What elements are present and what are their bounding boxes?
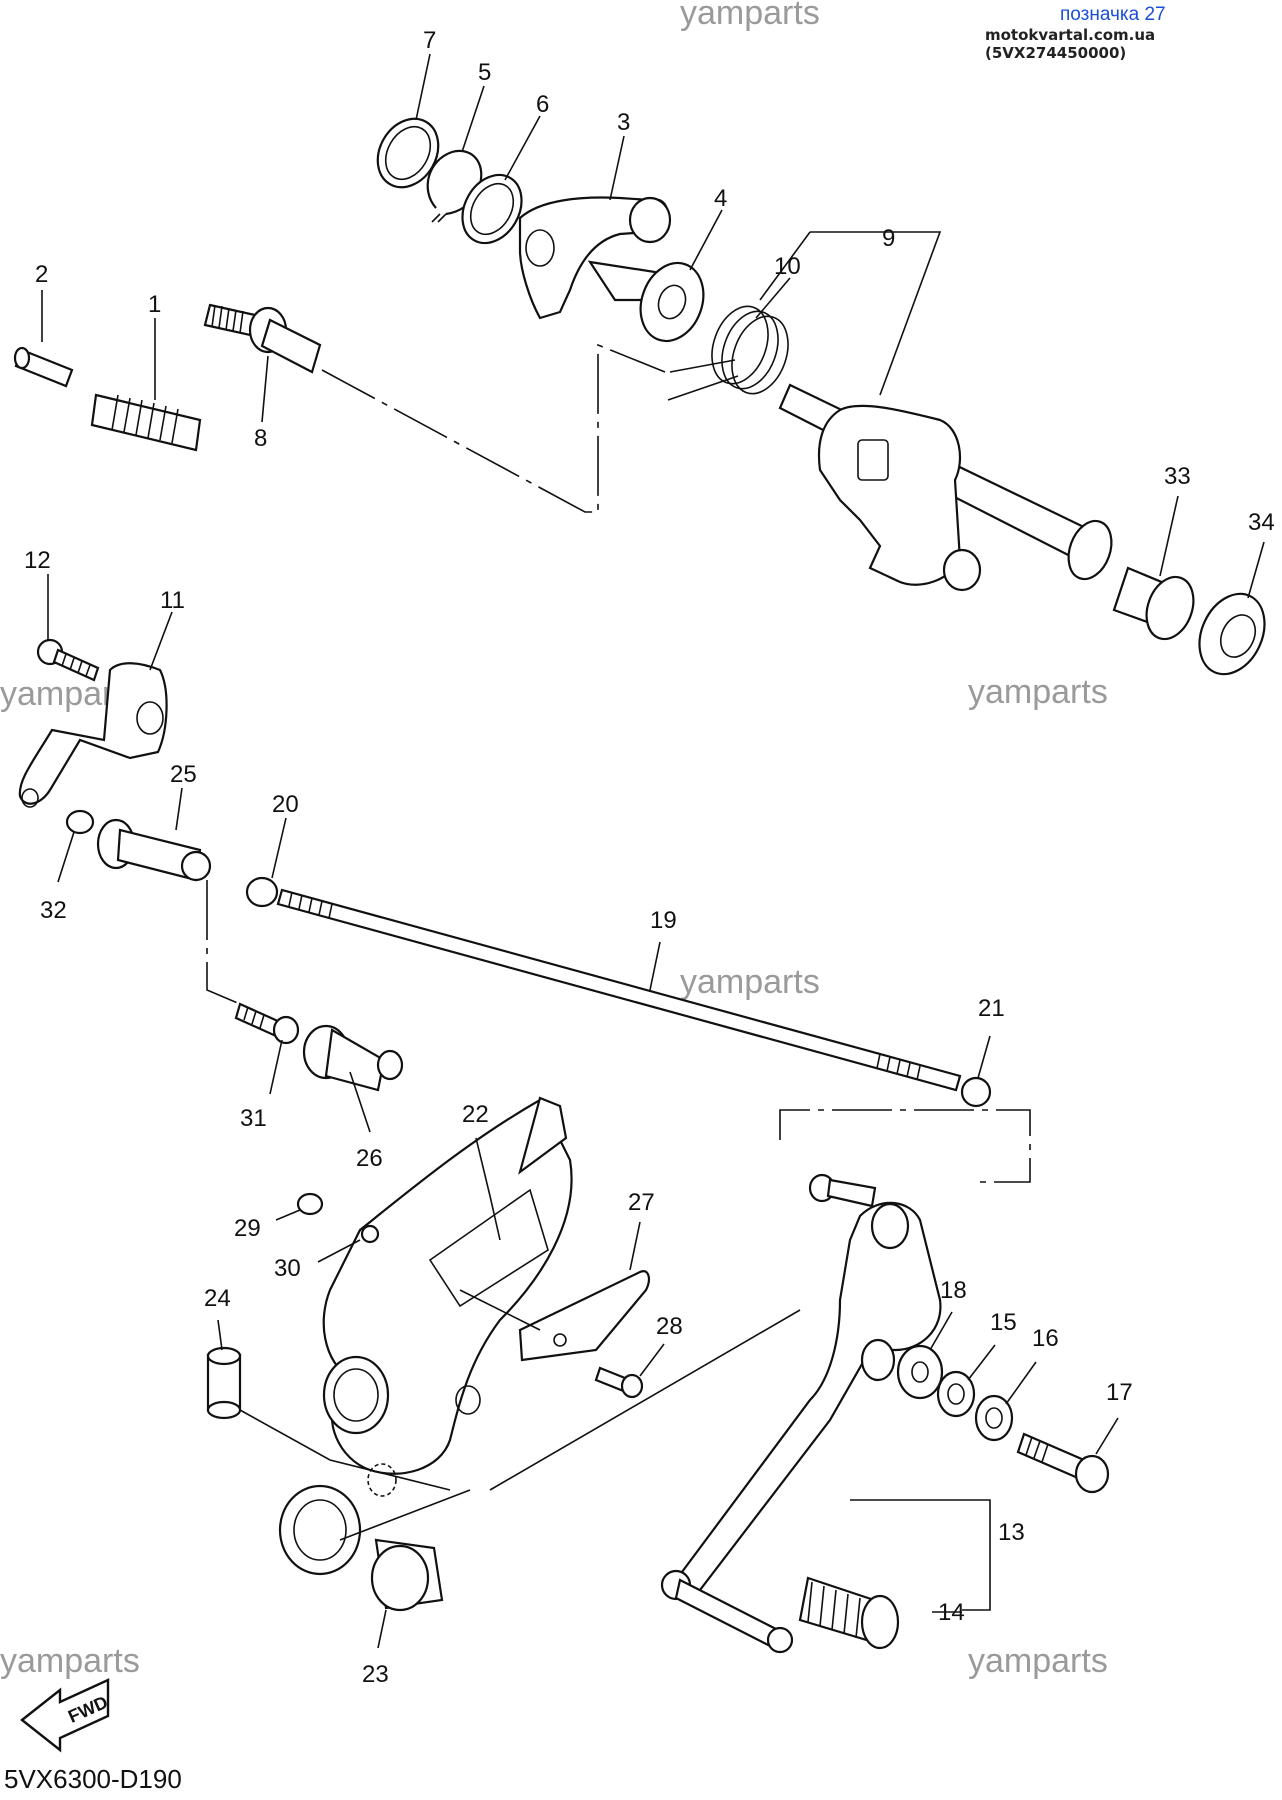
watermark: yamparts (0, 1642, 140, 1680)
part-19-shift-rod (276, 888, 962, 1092)
callout-34: 34 (1248, 509, 1275, 536)
source-reference: motokvartal.com.ua (5VX274450000) (985, 26, 1156, 62)
callout-labels: 1 2 3 4 5 6 7 8 9 10 11 12 13 14 15 16 1… (24, 27, 1275, 1688)
callout-10: 10 (774, 253, 801, 280)
watermark: yamparts (680, 0, 820, 32)
part-33-bushing (1112, 566, 1195, 641)
assembly-connector-line (779, 1109, 1031, 1183)
callout-7: 7 (423, 27, 436, 54)
callout-11: 11 (160, 587, 185, 614)
callout-12: 12 (24, 547, 51, 574)
assembly-connector-line (239, 1409, 451, 1491)
callout-21: 21 (978, 995, 1005, 1022)
callout-20: 20 (272, 791, 299, 818)
callout-leaders (41, 53, 1265, 1649)
assembly-connector-line (206, 880, 241, 1005)
part-14-pedal-rubber (798, 1576, 900, 1650)
callout-27: 27 (628, 1189, 655, 1216)
part-4-collar (587, 260, 705, 343)
part-25-rod-end (96, 818, 212, 882)
callout-15: 15 (990, 1309, 1017, 1336)
pedal-pivot-bolt (808, 1173, 877, 1208)
callout-18: 18 (940, 1277, 967, 1304)
callout-25: 25 (170, 761, 197, 788)
watermark: yamparts (680, 963, 820, 1001)
assembly-connector-line (489, 1309, 801, 1491)
part-6-washer (461, 173, 523, 245)
callout-1: 1 (148, 291, 161, 318)
watermark: yamparts (968, 673, 1108, 711)
assembly-connector-line (459, 1289, 541, 1331)
part-8-stud-bolt (203, 303, 322, 374)
part-13-shift-pedal (660, 1201, 942, 1654)
part-3-stopper-lever (518, 196, 672, 320)
callout-32: 32 (40, 897, 67, 924)
part-23-collar (370, 1538, 444, 1612)
part-15-washer (936, 1370, 976, 1418)
callout-29: 29 (234, 1215, 261, 1242)
part-1-spring (90, 393, 202, 452)
part-31-bolt (234, 1002, 300, 1045)
callout-22: 22 (462, 1101, 489, 1128)
callout-19: 19 (650, 907, 677, 934)
page-title: позначка 27 (1060, 4, 1166, 25)
callout-24: 24 (204, 1285, 231, 1312)
fwd-arrow-icon: FWD (20, 1678, 111, 1753)
callout-14: 14 (938, 1599, 965, 1626)
part-28-bolt (594, 1366, 644, 1399)
callout-17: 17 (1106, 1379, 1133, 1406)
callout-2: 2 (35, 261, 48, 288)
watermark: yamparts (968, 1642, 1108, 1680)
part-29-nut (296, 1192, 324, 1216)
part-24-cap (206, 1346, 242, 1420)
callout-26: 26 (356, 1145, 383, 1172)
callout-5: 5 (478, 59, 491, 86)
callout-4: 4 (714, 185, 727, 212)
part-18-washer (896, 1344, 944, 1400)
callout-16: 16 (1032, 1325, 1059, 1352)
part-11-shift-arm (18, 662, 168, 808)
callout-31: 31 (240, 1105, 267, 1132)
callout-13: 13 (998, 1519, 1025, 1546)
callout-30: 30 (274, 1255, 301, 1282)
callout-28: 28 (656, 1313, 683, 1340)
callout-33: 33 (1164, 463, 1191, 490)
part-26-rod-end (302, 1024, 404, 1092)
callout-8: 8 (254, 425, 267, 452)
part-17-bolt (1016, 1432, 1110, 1494)
part-21-locknut (960, 1076, 992, 1108)
callout-3: 3 (617, 109, 630, 136)
part-2-pin (13, 346, 74, 388)
part-20-locknut (245, 876, 279, 908)
callout-23: 23 (362, 1661, 389, 1688)
part-16-washer (974, 1394, 1014, 1442)
part-12-bolt (36, 638, 100, 682)
part-10-torsion-spring (667, 305, 789, 401)
part-34-oil-seal (1198, 592, 1266, 676)
callout-9: 9 (882, 225, 895, 252)
part-22-footrest-bracket (278, 1096, 573, 1576)
part-30-washer (360, 1224, 380, 1244)
assembly-connector-line (339, 1489, 471, 1541)
part-32-nut (65, 809, 95, 835)
diagram-code: 5VX6300-D190 (4, 1764, 182, 1794)
part-27-plate (518, 1270, 650, 1362)
assembly-connector-line (321, 343, 666, 513)
callout-6: 6 (536, 91, 549, 118)
part-9-shift-shaft (778, 383, 1113, 592)
